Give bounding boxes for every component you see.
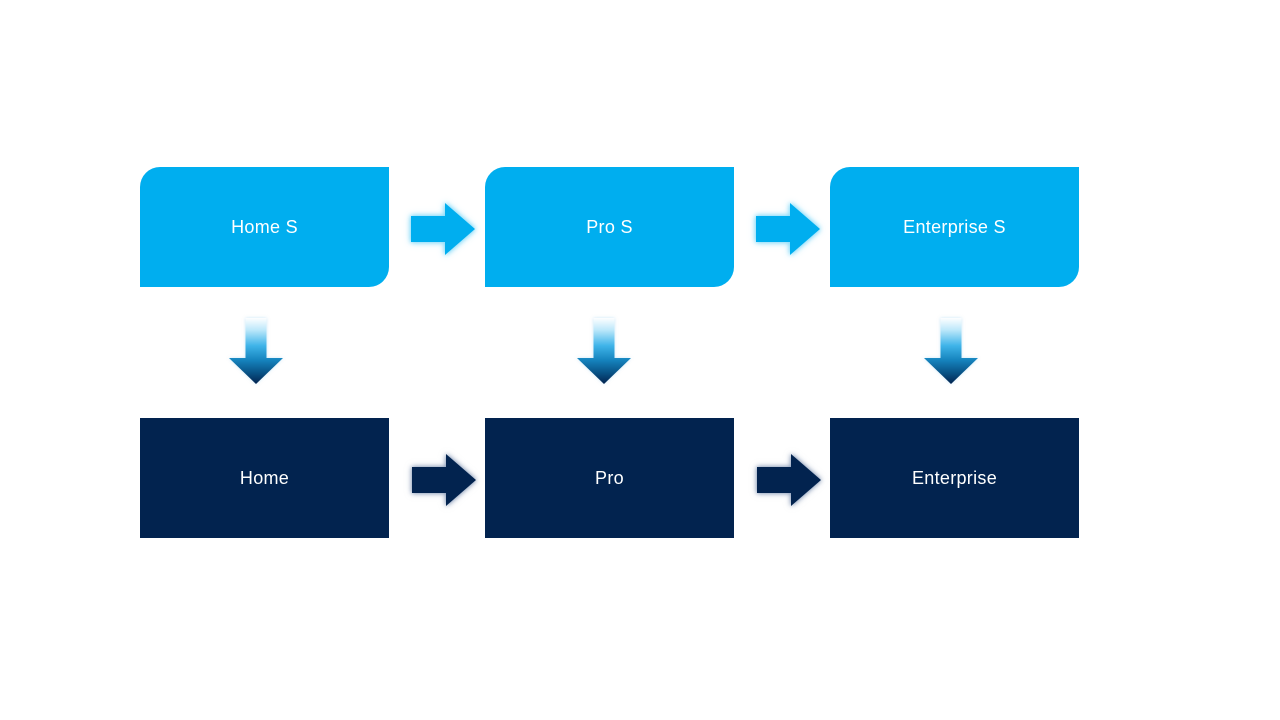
down-arrow-icon (924, 318, 978, 384)
node-home-s: Home S (140, 167, 389, 287)
down-arrow-icon (229, 318, 283, 384)
down-arrow-icon (577, 318, 631, 384)
right-arrow-icon (756, 203, 820, 255)
node-label: Home (239, 467, 290, 488)
node-label: Pro (595, 467, 624, 488)
node-home: Home (140, 418, 389, 538)
node-label: Pro S (586, 216, 633, 237)
node-pro: Pro (485, 418, 734, 538)
node-label: Home S (231, 216, 298, 237)
node-enterprise: Enterprise (830, 418, 1079, 538)
node-pro-s: Pro S (485, 167, 734, 287)
right-arrow-icon (412, 454, 476, 506)
right-arrow-icon (411, 203, 475, 255)
node-enterprise-s: Enterprise S (830, 167, 1079, 287)
node-label: Enterprise S (903, 216, 1006, 237)
right-arrow-icon (757, 454, 821, 506)
node-label: Enterprise (911, 467, 998, 488)
